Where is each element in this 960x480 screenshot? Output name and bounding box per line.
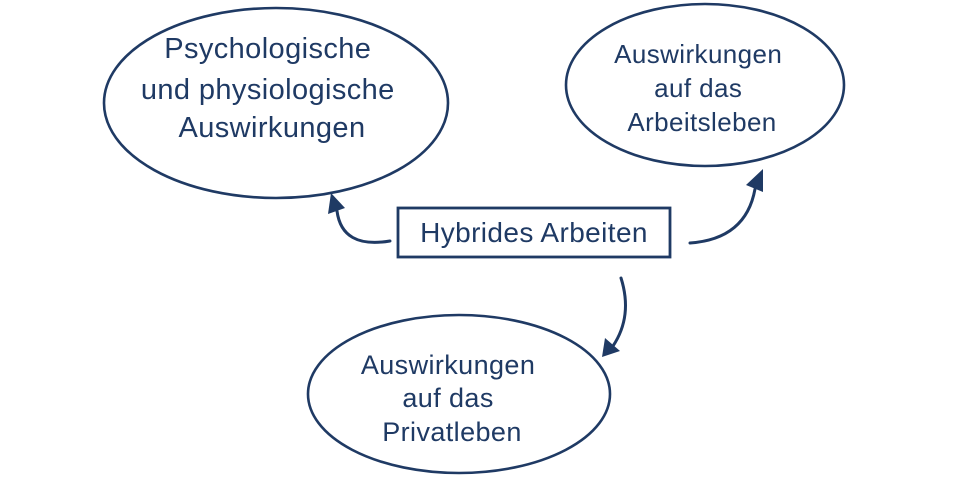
label-line: Auswirkungen: [179, 112, 366, 144]
connector-to-psychologische: [328, 193, 392, 244]
label-line: Privatleben: [382, 417, 521, 447]
node-psychologische-physiologische: Psychologische und physiologische Auswir…: [102, 6, 450, 200]
label-line: auf das: [402, 383, 493, 413]
node-auswirkungen-arbeitsleben: Auswirkungen auf das Arbeitsleben: [564, 2, 846, 168]
connector-to-arbeitsleben: [688, 169, 763, 245]
node-auswirkungen-privatleben-label: Auswirkungen auf das Privatleben: [361, 350, 543, 447]
node-psychologische-physiologische-shape: [102, 6, 450, 200]
connector-to-psychologische-curve: [335, 209, 392, 244]
center-box-label: Hybrides Arbeiten: [420, 217, 648, 248]
center-box-shape: [396, 206, 672, 259]
node-auswirkungen-privatleben-shape: [306, 313, 612, 475]
label-line: Arbeitsleben: [627, 107, 776, 137]
label-line: auf das: [654, 73, 742, 103]
label-line: Auswirkungen: [361, 350, 535, 380]
connector-to-privatleben-curve: [611, 276, 627, 348]
node-auswirkungen-arbeitsleben-shape: [564, 2, 846, 168]
connector-to-privatleben: [602, 276, 627, 357]
node-auswirkungen-privatleben: Auswirkungen auf das Privatleben: [306, 313, 612, 475]
label-line: und physiologische: [141, 74, 395, 106]
center-box: Hybrides Arbeiten: [396, 206, 672, 259]
connector-to-arbeitsleben-curve: [688, 187, 757, 245]
label-line: Psychologische: [164, 33, 371, 65]
arrowhead-up-icon: [328, 193, 345, 214]
node-auswirkungen-arbeitsleben-label: Auswirkungen auf das Arbeitsleben: [614, 39, 790, 137]
arrowhead-up-right-icon: [746, 169, 763, 192]
arrowhead-down-left-icon: [602, 338, 620, 357]
label-line: Auswirkungen: [614, 39, 782, 69]
node-psychologische-physiologische-label: Psychologische und physiologische Auswir…: [141, 33, 403, 144]
